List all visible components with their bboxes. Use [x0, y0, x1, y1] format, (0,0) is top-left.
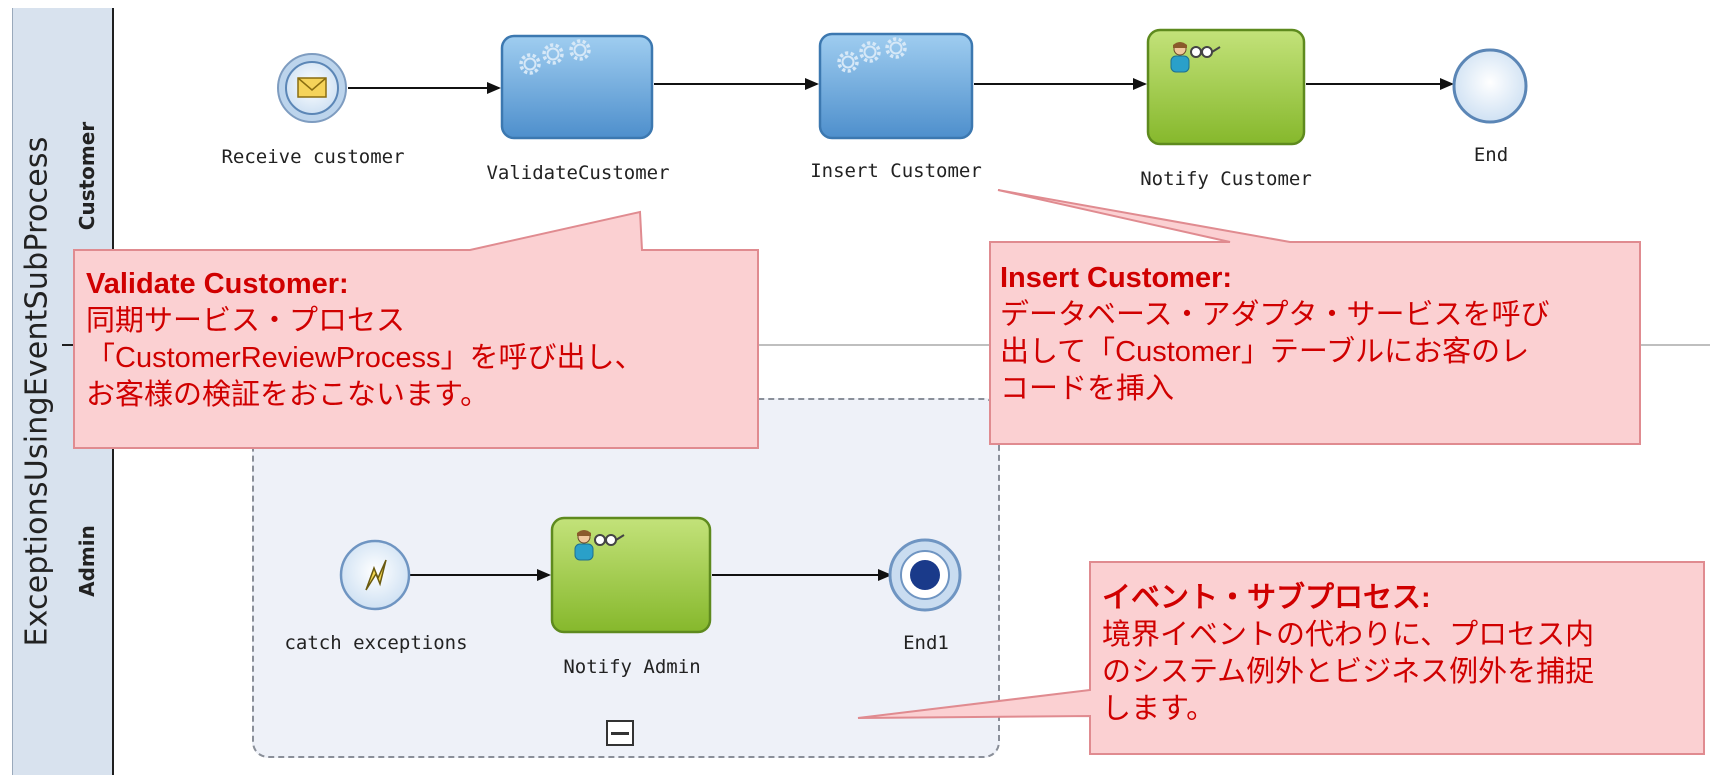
start-event-catch-exceptions [339, 539, 411, 611]
lightning-icon [365, 559, 387, 591]
task-notify-customer [1146, 28, 1306, 146]
label-receive-customer: Receive customer [221, 146, 405, 168]
lane-divider [114, 344, 1710, 346]
callout-line: コードを挿入 [1000, 373, 1175, 405]
label-validate-customer: ValidateCustomer [486, 162, 670, 184]
callout-text-validate: Validate Customer: 同期サービス・プロセス 「Customer… [86, 266, 644, 414]
label-notify-customer: Notify Customer [1140, 168, 1312, 190]
task-notify-admin [550, 516, 712, 634]
callout-line: のシステム例外とビジネス例外を捕捉 [1102, 656, 1595, 688]
label-insert-customer: Insert Customer [810, 160, 982, 182]
callout-separator: : [339, 268, 349, 300]
label-catch-exceptions: catch exceptions [284, 632, 468, 654]
label-end1: End1 [903, 632, 949, 654]
collapse-icon[interactable] [606, 720, 634, 746]
callout-insert-customer [989, 189, 1641, 445]
callout-line: 「CustomerReviewProcess」を呼び出し、 [86, 342, 644, 374]
callout-title: Validate Customer [86, 268, 340, 300]
end-event-end [1452, 48, 1528, 124]
label-end: End [1473, 144, 1509, 166]
task-validate-customer [500, 34, 654, 140]
callout-line: します。 [1102, 693, 1216, 725]
callout-separator: : [1222, 262, 1233, 294]
callout-title: イベント・サブプロセス [1102, 582, 1422, 614]
callout-text-subprocess: イベント・サブプロセス: 境界イベントの代わりに、プロセス内 のシステム例外とビ… [1102, 580, 1594, 728]
callout-line: 境界イベントの代わりに、プロセス内 [1102, 619, 1595, 651]
callout-line: データベース・アダプタ・サービスを呼び [1000, 299, 1550, 331]
task-insert-customer [818, 32, 974, 140]
callout-title: Insert Customer [1000, 262, 1223, 294]
end-event-end1 [888, 538, 962, 612]
callout-validate-customer [73, 210, 759, 449]
callout-separator: : [1421, 582, 1431, 614]
start-event-receive-customer [277, 53, 347, 123]
callout-text-insert: Insert Customer: データベース・アダプタ・サービスを呼び 出して… [1000, 260, 1550, 408]
label-notify-admin: Notify Admin [563, 656, 701, 678]
callout-line: 出して「Customer」テーブルにお客のレ [1000, 336, 1530, 368]
callout-event-subprocess [857, 561, 1705, 755]
envelope-icon [297, 77, 327, 98]
callout-line: お客様の検証をおこないます。 [86, 379, 490, 411]
callout-line: 同期サービス・プロセス [86, 305, 406, 337]
